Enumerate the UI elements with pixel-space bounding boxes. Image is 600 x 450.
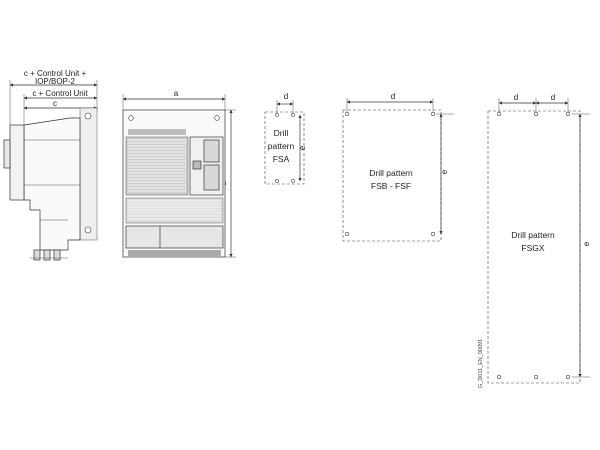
fsa-label-line1: Drill (274, 128, 289, 138)
dim-label-c-cu: c + Control Unit (32, 89, 88, 98)
fsgx-hole (533, 112, 538, 117)
fsgx-label-line2: FSGX (521, 243, 544, 253)
dim-label-a: a (174, 89, 179, 98)
fsa-hole (291, 113, 295, 117)
control-unit-slot-bottom (203, 164, 220, 191)
fsa-label-line2: pattern (268, 141, 295, 151)
fsb-hole (344, 112, 349, 117)
fsgx-hole (565, 374, 570, 379)
fsa-dim-label-d: d (284, 92, 288, 101)
fsb-hole (344, 232, 349, 237)
fsa-label-line3: FSA (273, 154, 290, 164)
inverter-side-body (23, 117, 81, 251)
fsb-label-line2: FSB - FSF (371, 181, 411, 191)
fsa-hole (275, 179, 279, 183)
fsb-outline (342, 109, 442, 242)
fsgx-dim-label-d2: d (551, 93, 555, 102)
terminal-cover (125, 225, 224, 249)
fsb-label-line1: Drill pattern (369, 168, 413, 178)
fsa-hole (291, 179, 295, 183)
fsa-hole (275, 113, 279, 117)
dim-label-c: c (53, 99, 57, 108)
fsgx-dim-label-d1: d (514, 93, 518, 102)
side-view: c + Control Unit + IOP/BOP-2 c + Control… (3, 69, 98, 261)
dim-label-c-cu-iop-line2: IOP/BOP-2 (35, 77, 76, 86)
fsgx-label-line1: Drill pattern (511, 230, 555, 240)
drill-pattern-fsgx: d d e Drill pattern FSGX (487, 93, 591, 384)
control-unit-slot-top (203, 139, 220, 163)
fsgx-hole (496, 374, 501, 379)
front-view: a b (122, 89, 236, 258)
control-unit-side (9, 124, 25, 201)
fsa-outline (264, 111, 305, 185)
iop-panel-side (3, 139, 11, 169)
drill-pattern-fsb-fsf: d e Drill pattern FSB - FSF (342, 92, 454, 242)
fsb-hole (430, 232, 435, 237)
fsb-dim-label-e: e (440, 169, 449, 174)
mounting-plate (79, 107, 98, 241)
fsa-dim-label-e: e (298, 145, 307, 150)
bottom-connectors (128, 250, 221, 257)
fsb-dim-label-d: d (391, 92, 395, 101)
fsgx-hole (496, 112, 501, 117)
drill-pattern-fsa: d e Drill pattern FSA (264, 92, 307, 185)
dim-label-c-cu-iop-line1: c + Control Unit + (24, 69, 87, 78)
fsb-hole (430, 112, 435, 117)
fsgx-dim-label-e: e (582, 241, 591, 246)
label-strip (128, 129, 186, 135)
fsgx-hole (533, 374, 538, 379)
fsgx-hole (565, 112, 570, 117)
image-id: G_D011_EN_00091 (478, 339, 484, 388)
